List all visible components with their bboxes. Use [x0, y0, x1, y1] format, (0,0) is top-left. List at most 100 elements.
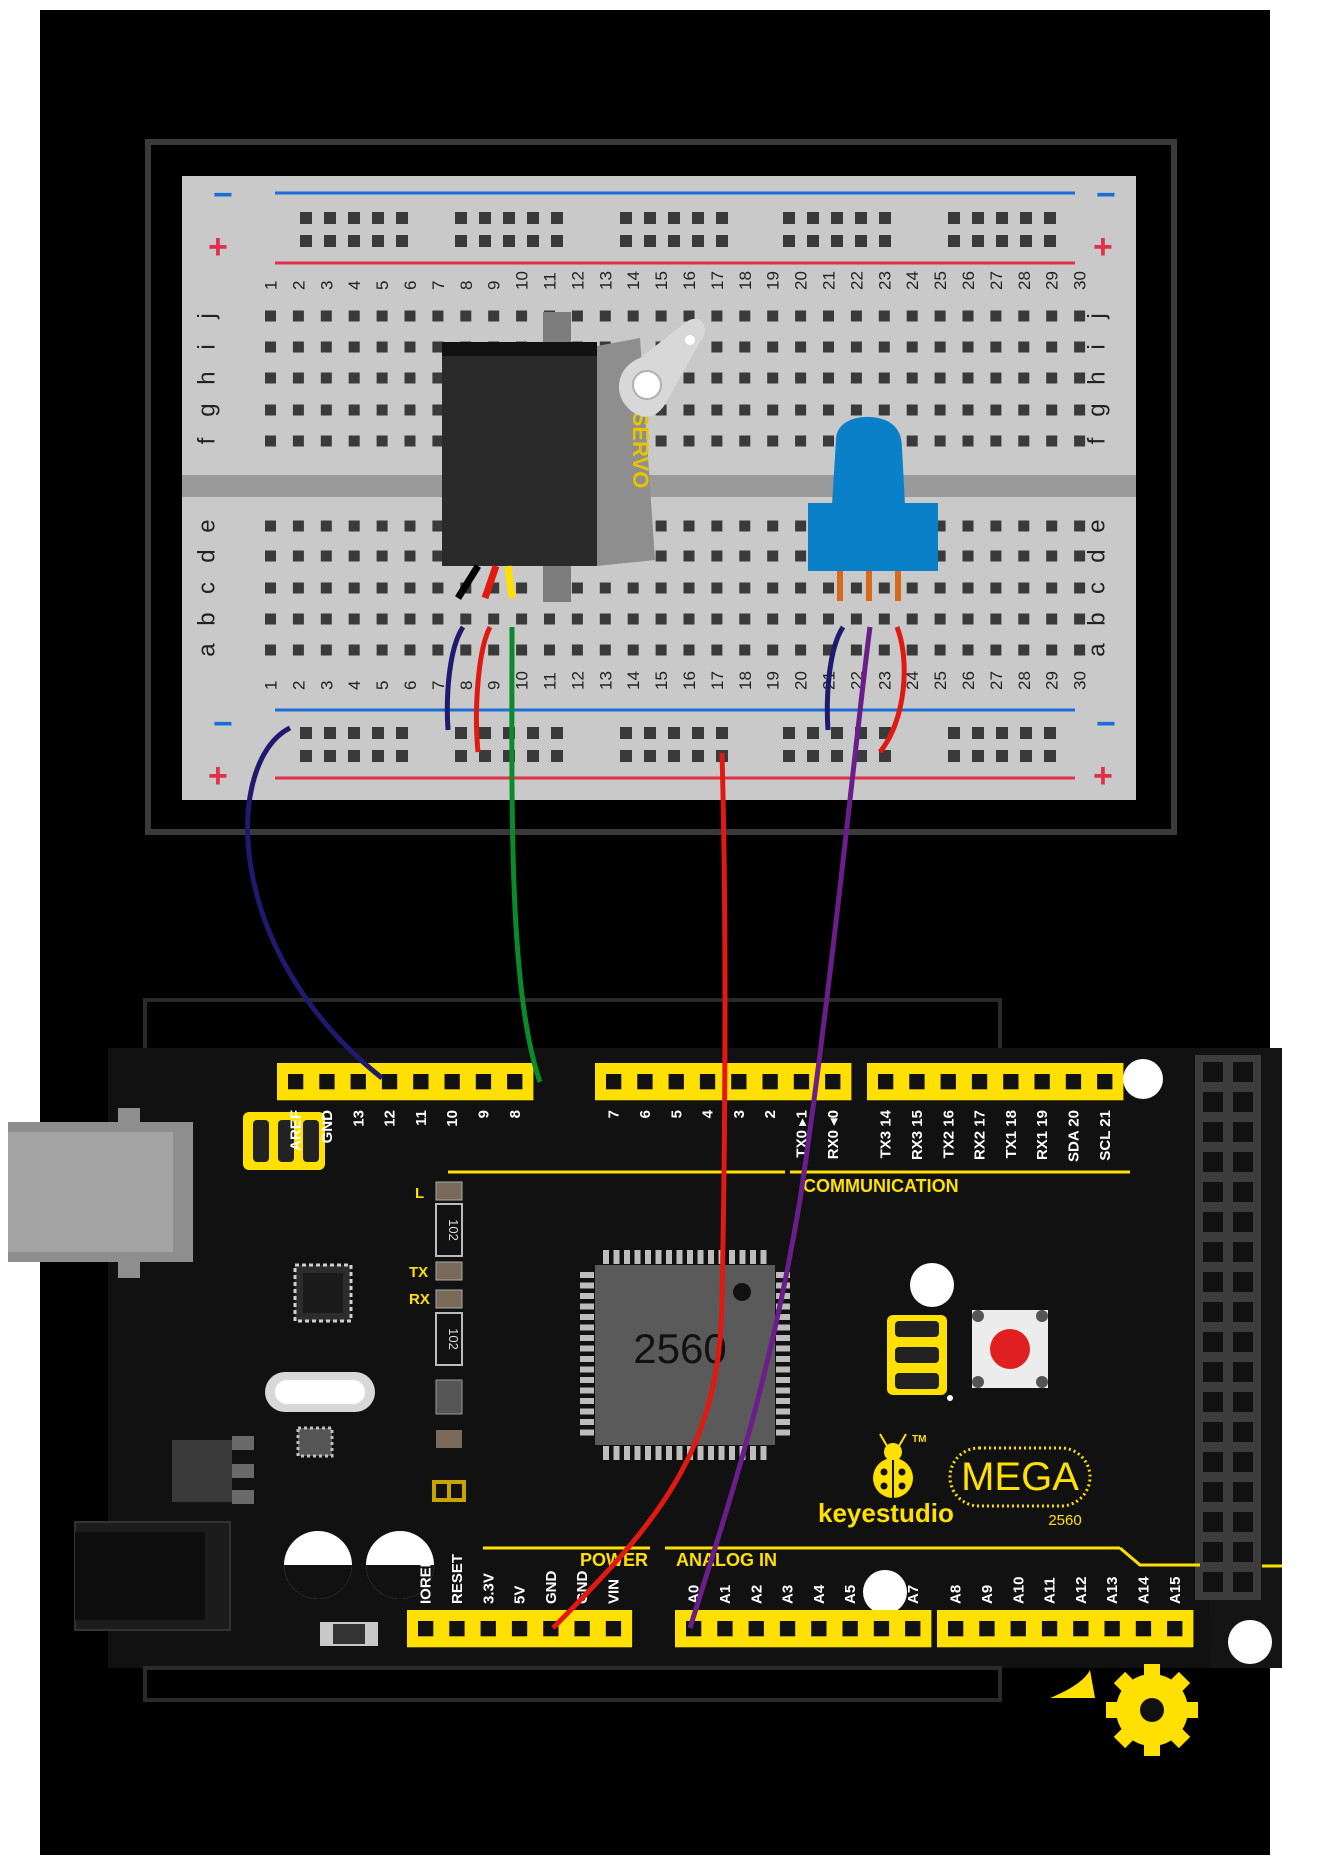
header-pin[interactable]	[418, 1621, 434, 1637]
breadboard-hole	[265, 644, 276, 656]
header-pin[interactable]	[381, 1074, 398, 1090]
header-pin[interactable]	[1203, 1212, 1223, 1232]
breadboard-hole	[767, 404, 779, 416]
pin-label: RX1 19	[1034, 1110, 1051, 1160]
header-pin[interactable]	[1233, 1062, 1253, 1082]
header-pin[interactable]	[979, 1621, 995, 1637]
header-pin[interactable]	[637, 1074, 653, 1090]
breadboard-hole	[376, 644, 388, 656]
header-pin[interactable]	[507, 1074, 523, 1090]
header-pin[interactable]	[1233, 1572, 1253, 1592]
header-pin[interactable]	[1065, 1074, 1082, 1090]
header-pin[interactable]	[1203, 1512, 1223, 1532]
header-pin[interactable]	[1203, 1122, 1223, 1142]
header-pin[interactable]	[1203, 1542, 1223, 1562]
header-pin[interactable]	[1097, 1074, 1113, 1090]
header-pin[interactable]	[1233, 1122, 1253, 1142]
header-pin[interactable]	[413, 1074, 429, 1090]
header-pin[interactable]	[971, 1074, 988, 1090]
header-pin[interactable]	[475, 1074, 492, 1090]
header-pin[interactable]	[1203, 1182, 1223, 1202]
header-pin[interactable]	[1203, 1332, 1223, 1352]
header-pin[interactable]	[811, 1621, 827, 1637]
rail-holes	[300, 212, 1056, 762]
header-pin[interactable]	[1203, 1302, 1223, 1322]
header-pin[interactable]	[350, 1074, 366, 1090]
header-pin[interactable]	[1073, 1621, 1089, 1637]
header-pin[interactable]	[699, 1074, 716, 1090]
header-pin[interactable]	[1233, 1152, 1253, 1172]
header-pin[interactable]	[748, 1621, 764, 1637]
breadboard-hole	[795, 310, 807, 322]
header-pin[interactable]	[1233, 1482, 1253, 1502]
header-pin[interactable]	[480, 1621, 496, 1637]
header-pin[interactable]	[1233, 1302, 1253, 1322]
breadboard-hole	[795, 520, 807, 532]
header-pin[interactable]	[1203, 1572, 1223, 1592]
header-pin[interactable]	[878, 1074, 894, 1090]
header-pin[interactable]	[511, 1621, 528, 1637]
header-pin[interactable]	[909, 1074, 925, 1090]
header-pin[interactable]	[574, 1621, 590, 1637]
header-pin[interactable]	[1233, 1182, 1253, 1202]
rail-hole	[996, 727, 1008, 739]
header-pin[interactable]	[948, 1621, 964, 1637]
header-pin[interactable]	[1041, 1621, 1058, 1637]
header-pin[interactable]	[779, 1621, 796, 1637]
header-pin[interactable]	[1203, 1152, 1223, 1172]
header-pin[interactable]	[1233, 1422, 1253, 1442]
header-pin[interactable]	[1104, 1621, 1120, 1637]
header-pin[interactable]	[1034, 1074, 1050, 1090]
header-pin[interactable]	[762, 1074, 778, 1090]
header-pin[interactable]	[319, 1074, 335, 1090]
header-pin[interactable]	[1203, 1392, 1223, 1412]
header-pin[interactable]	[1203, 1092, 1223, 1112]
header-pin[interactable]	[1203, 1242, 1223, 1262]
header-pin[interactable]	[731, 1074, 747, 1090]
header-pin[interactable]	[1167, 1621, 1183, 1637]
header-pin[interactable]	[1233, 1542, 1253, 1562]
breadboard-hole	[516, 644, 528, 656]
header-pin[interactable]	[449, 1621, 465, 1637]
header-pin[interactable]	[825, 1074, 841, 1090]
header-pin[interactable]	[1203, 1482, 1223, 1502]
header-pin[interactable]	[288, 1074, 304, 1090]
header-pin[interactable]	[1233, 1212, 1253, 1232]
reset-button[interactable]	[972, 1310, 1048, 1388]
rail-hole	[807, 750, 819, 762]
column-number: 1	[262, 281, 281, 290]
header-pin[interactable]	[940, 1074, 956, 1090]
breadboard-hole	[432, 341, 444, 353]
header-pin[interactable]	[1233, 1512, 1253, 1532]
header-pin[interactable]	[444, 1074, 460, 1090]
header-pin[interactable]	[1233, 1242, 1253, 1262]
header-pin[interactable]	[1233, 1092, 1253, 1112]
header-pin[interactable]	[1203, 1062, 1223, 1082]
breadboard-hole	[795, 341, 807, 353]
column-number: 9	[485, 281, 504, 290]
header-pin[interactable]	[1203, 1362, 1223, 1382]
header-pin[interactable]	[1003, 1074, 1019, 1090]
header-pin[interactable]	[1010, 1621, 1026, 1637]
header-pin[interactable]	[1203, 1422, 1223, 1442]
header-pin[interactable]	[668, 1074, 684, 1090]
header-pin[interactable]	[606, 1074, 622, 1090]
header-pin[interactable]	[1135, 1621, 1152, 1637]
header-pin[interactable]	[1233, 1392, 1253, 1412]
header-pin[interactable]	[1233, 1332, 1253, 1352]
header-pin[interactable]	[905, 1621, 921, 1637]
reset-button-cap[interactable]	[990, 1329, 1030, 1369]
header-pin[interactable]	[1203, 1272, 1223, 1292]
breadboard-hole	[878, 341, 890, 353]
header-pin[interactable]	[717, 1621, 733, 1637]
chip-pin	[676, 1446, 683, 1460]
column-number: 30	[1071, 671, 1090, 690]
header-pin[interactable]	[1233, 1272, 1253, 1292]
header-pin[interactable]	[605, 1621, 622, 1637]
header-pin[interactable]	[873, 1621, 890, 1637]
header-pin[interactable]	[1233, 1362, 1253, 1382]
header-pin[interactable]	[1233, 1452, 1253, 1472]
header-pin[interactable]	[842, 1621, 858, 1637]
header-pin[interactable]	[1203, 1452, 1223, 1472]
header-pin[interactable]	[793, 1074, 810, 1090]
